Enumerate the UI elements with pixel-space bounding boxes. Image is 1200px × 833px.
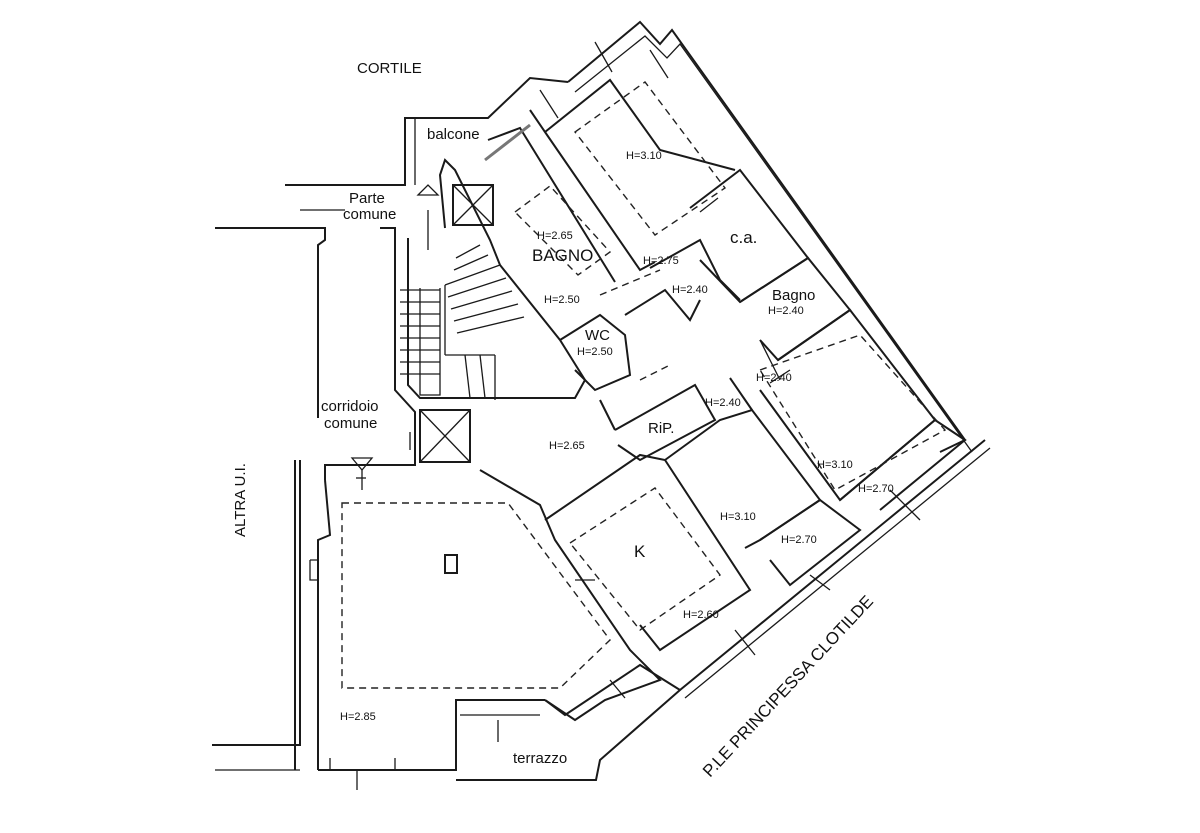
dashed-outlines [341,81,947,689]
height-275: H=2.75 [643,255,679,267]
label-comune: comune [343,206,396,223]
outer-walls [212,20,991,781]
label-rip: RiP. [648,420,674,437]
height-310-mid: H=3.10 [720,511,756,523]
label-balcone: balcone [427,126,480,143]
height-240-c: H=2.40 [705,397,741,409]
label-altra-ui: ALTRA U.I. [232,463,249,537]
height-265-bagno: H=2.65 [537,230,573,242]
balcony-hatch [484,123,531,162]
label-wc: WC [585,327,610,344]
label-ca: c.a. [730,228,757,247]
window-marks [356,41,921,790]
height-285-living: H=2.85 [340,711,376,723]
labels: CORTILE balcone Parte comune corridoio c… [232,60,894,781]
label-bagno: Bagno [772,287,815,304]
height-240-b: H=2.40 [756,372,792,384]
height-250-hall: H=2.50 [544,294,580,306]
height-240-a: H=2.40 [672,284,708,296]
height-310-right: H=3.10 [817,459,853,471]
label-corridoio-comune: comune [324,415,377,432]
label-parte: Parte [349,190,385,207]
height-310-top: H=3.10 [626,150,662,162]
label-street: P.LE PRINCIPESSA CLOTILDE [699,592,877,781]
height-265-center: H=2.65 [549,440,585,452]
label-cortile: CORTILE [357,60,422,77]
height-260-k: H=2.60 [683,609,719,621]
label-k: K [634,542,646,561]
stairwell [300,158,587,490]
height-270-right: H=2.70 [858,483,894,495]
interior-walls [309,78,967,770]
height-250-wc: H=2.50 [577,346,613,358]
height-240-bagno: H=2.40 [768,305,804,317]
height-270-mid: H=2.70 [781,534,817,546]
label-terrazzo: terrazzo [513,750,567,767]
label-bagno-upper: BAGNO [532,246,593,265]
label-corridoio: corridoio [321,398,379,415]
